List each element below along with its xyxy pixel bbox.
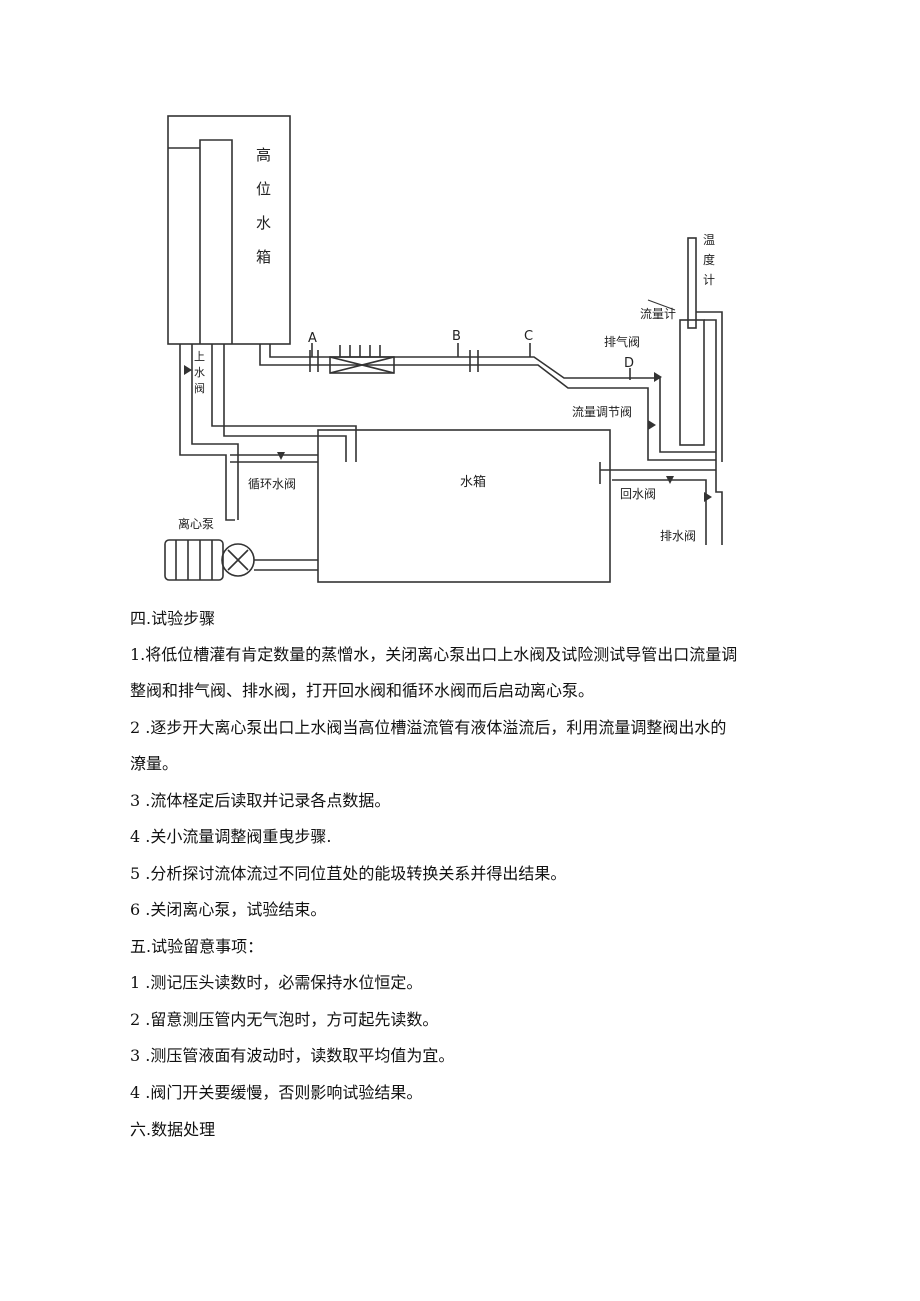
step2-line2: 潦量。 (130, 754, 179, 773)
thermometer-label-3: 计 (703, 273, 715, 287)
upper-valve-label-2: 水 (194, 366, 205, 379)
thermometer-label-1: 温 (703, 233, 715, 247)
high-tank-label-1: 高 (256, 146, 271, 164)
precaution-2: 2 .留意测压管内无气泡时，方可起先读数。 (130, 1010, 439, 1029)
high-tank-label-4: 箱 (256, 248, 271, 266)
precaution-1: 1 .测记压头读数时，必需保持水位恒定。 (130, 973, 423, 992)
step2-line1: 2 .逐步开大离心泵出口上水阀当高位槽溢流管有液体溢流后，利用流量调整阀出水的 (130, 718, 727, 737)
vent-valve-label: 排气阀 (604, 334, 640, 349)
step6: 6 .关闭离心泵，试验结束。 (130, 900, 327, 919)
return-valve-label: 回水阀 (620, 487, 656, 501)
step4: 4 .关小流量调整阀重曳步骤. (130, 827, 332, 846)
section5-heading: 五.试验留意事项： (130, 937, 264, 956)
precaution-4: 4 .阀门开关要缓慢，否则影响试验结果。 (130, 1083, 423, 1102)
flow-control-valve-label: 流量调节阀 (572, 405, 632, 419)
overflow-return-pipe (211, 344, 357, 462)
step5: 5 .分析探讨流体流过不同位苴处的能圾转换关系并得出结果。 (130, 864, 567, 883)
centrifugal-pump-label: 离心泵 (178, 516, 214, 531)
section4-heading: 四.试验步骤 (130, 609, 216, 628)
experiment-apparatus-diagram: 高 位 水 箱 温 度 计 上 水 阀 水箱 A B C D 流量计 排气阀 流… (164, 115, 723, 583)
overflow-tube (199, 139, 233, 344)
flowmeter-label: 流量计 (640, 307, 676, 321)
high-level-tank (167, 115, 291, 345)
high-tank-label-2: 位 (256, 180, 271, 198)
thermometer-label-2: 度 (703, 252, 715, 267)
point-a-label: A (308, 331, 317, 346)
point-b-label: B (452, 329, 461, 344)
section6-heading: 六.数据处理 (130, 1120, 216, 1139)
upper-valve-label-3: 阀 (194, 381, 205, 395)
supply-pipe (179, 344, 239, 521)
precaution-3: 3 .测压管液面有波动时，读数取平均值为宜。 (130, 1046, 455, 1065)
point-d-label: D (624, 356, 634, 371)
return-pipe (599, 462, 716, 545)
point-c-label: C (524, 329, 533, 344)
circulation-valve-label: 循环水阀 (248, 477, 296, 491)
step3: 3 .流体柽定后读取并记录各点数据。 (130, 791, 391, 810)
suction-pipe (254, 559, 318, 571)
venturi-section (329, 356, 395, 374)
step1-line2: 整阀和排气阀、排水阀，打开回水阀和循环水阀而后启动离心泵。 (130, 681, 595, 700)
pump-motor (164, 539, 224, 581)
flowmeter-tube (679, 319, 705, 446)
low-level-tank (317, 429, 611, 583)
drain-valve-label: 排水阀 (660, 529, 696, 543)
thermometer (687, 237, 697, 329)
high-tank-label-3: 水 (256, 214, 271, 232)
water-tank-label: 水箱 (460, 474, 486, 490)
test-pipe (259, 344, 661, 425)
step1-line1: 1.将低位槽灌有肯定数量的蒸憎水，关闭离心泵出口上水阀及试险测试导管出口流量调 (130, 645, 738, 664)
upper-valve-label-1: 上 (194, 350, 205, 363)
